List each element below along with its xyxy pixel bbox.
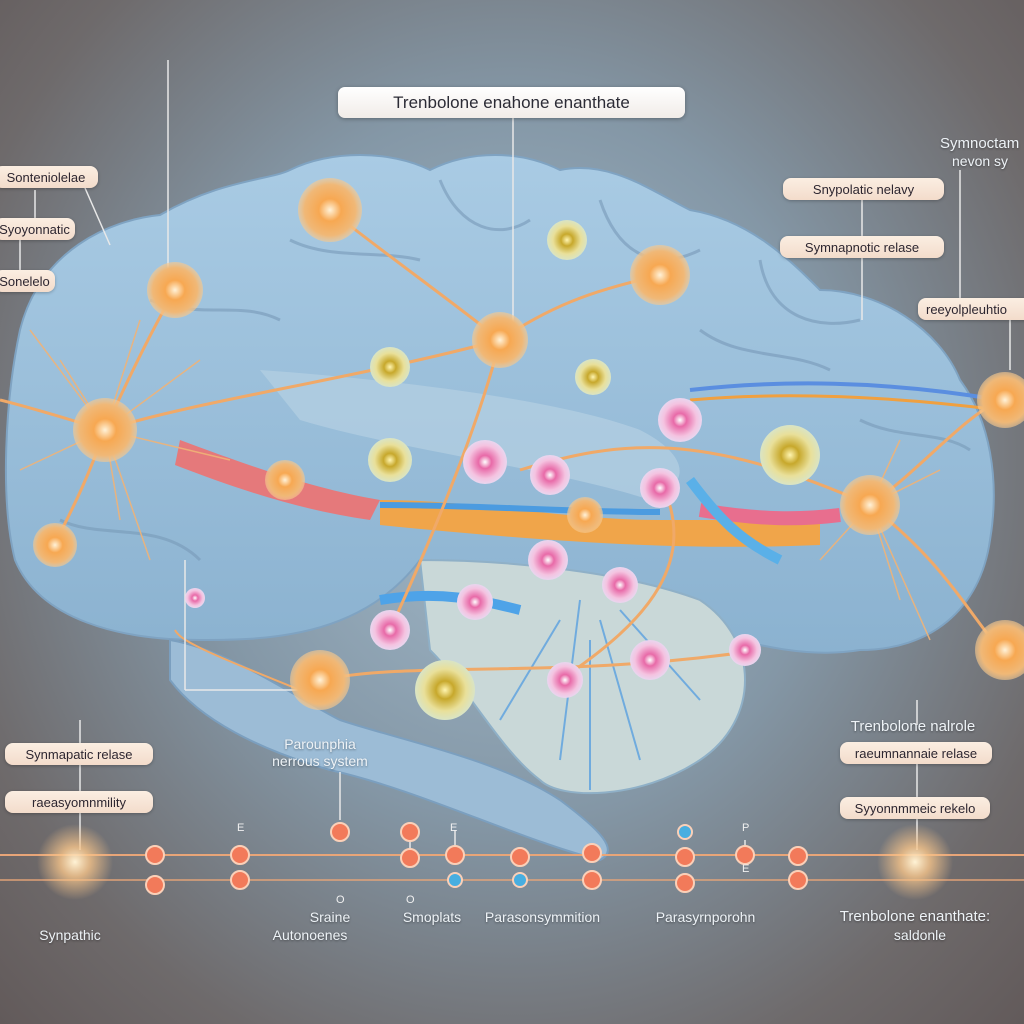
bottom-left-label-2: raeasyomnmility xyxy=(5,791,153,813)
neuron-cell-body xyxy=(977,372,1024,428)
axis-tick: O xyxy=(406,894,415,906)
neuron-cell-body xyxy=(640,468,680,508)
bottom-label-parasonsymmition: Parasonsymmition xyxy=(484,909,601,925)
bottom-label-sraine: Sraine xyxy=(309,909,351,925)
axis-tick: O xyxy=(336,894,345,906)
signal-node xyxy=(230,845,250,865)
center-caption-line1: Parounphia xyxy=(284,736,356,752)
signal-node xyxy=(330,822,350,842)
neuron-cell-body xyxy=(729,634,761,666)
bottom-label-sympathic: Synpathic xyxy=(39,927,101,943)
signal-node xyxy=(675,847,695,867)
center-caption-line2: nerrous system xyxy=(272,753,368,769)
axis-tick: E xyxy=(742,863,750,875)
neuron-cell-body xyxy=(630,245,690,305)
neuron-cell-body xyxy=(298,178,362,242)
neuron-cell-body xyxy=(528,540,568,580)
signal-node xyxy=(510,847,530,867)
signal-node xyxy=(230,870,250,890)
right-heading-line2: nevon sy xyxy=(952,153,1009,169)
left-label-3: Sonelelo xyxy=(0,270,55,292)
neuron-cell-body xyxy=(975,620,1024,680)
right-label-1: Snypolatic nelavy xyxy=(783,178,944,200)
neuron-cell-body xyxy=(265,460,305,500)
bottom-label-smoplats: Smoplats xyxy=(402,909,462,925)
neuron-cell-body xyxy=(463,440,507,484)
neuron-cell-body xyxy=(290,650,350,710)
left-label-1: Sonteniolelae xyxy=(0,166,98,188)
bottom-left-label-1: Synmapatic relase xyxy=(5,743,153,765)
bottom-label-trenbolone: Trenbolone enanthate: xyxy=(839,908,991,925)
neuron-cell-body xyxy=(760,425,820,485)
title-label: Trenbolone enahone enanthate xyxy=(338,87,685,118)
signal-node xyxy=(447,872,463,888)
right-label-2: Symnapnotic relase xyxy=(780,236,944,258)
bottom-right-label-1: raeumnannaie relase xyxy=(840,742,992,764)
signal-node xyxy=(675,873,695,893)
neuron-cell-body xyxy=(658,398,702,442)
neuron-cell-body xyxy=(530,455,570,495)
axis-tick: E xyxy=(450,822,458,834)
neuron-cell-body xyxy=(457,584,493,620)
neuron-cell-body xyxy=(840,475,900,535)
neuron-cell-body xyxy=(567,497,603,533)
neuron-cell-body xyxy=(630,640,670,680)
dendrites xyxy=(19,319,941,641)
right-heading-line1: Symnoctam xyxy=(940,135,1020,152)
bottom-right-label-2: Syyonnmmeic rekelo xyxy=(840,797,990,819)
neuron-cell-body xyxy=(602,567,638,603)
neuron-cell-body xyxy=(33,523,77,567)
neuron-cell-body xyxy=(575,359,611,395)
signal-node xyxy=(788,870,808,890)
brainstem xyxy=(169,638,609,862)
signal-node xyxy=(582,843,602,863)
neuron-cell-body xyxy=(73,398,137,462)
signal-node xyxy=(582,870,602,890)
neuron-cell-body xyxy=(370,610,410,650)
neuron-cell-body xyxy=(547,220,587,260)
axis-tick: P xyxy=(742,822,750,834)
signal-node xyxy=(445,845,465,865)
neuron-cell-body xyxy=(472,312,528,368)
bottom-label-parasyrnporohn: Parasyrnporohn xyxy=(655,909,756,925)
neuron-cell-body xyxy=(368,438,412,482)
signal-node xyxy=(677,824,693,840)
glowing-neuron xyxy=(877,824,953,900)
bottom-right-heading: Trenbolone nalrole xyxy=(850,718,976,735)
neuron-cell-body xyxy=(370,347,410,387)
right-label-3: reeyolpleuhtio xyxy=(918,298,1024,320)
signal-node xyxy=(400,822,420,842)
signal-node xyxy=(400,848,420,868)
bottom-label-autonoenes: Autonoenes xyxy=(272,927,348,943)
neuron-cell-body xyxy=(547,662,583,698)
signal-node xyxy=(145,875,165,895)
left-label-2: Syoyonnatic xyxy=(0,218,75,240)
signal-node xyxy=(735,845,755,865)
neuron-cell-body xyxy=(147,262,203,318)
signal-node xyxy=(145,845,165,865)
bottom-label-saldonle: saldonle xyxy=(893,927,947,943)
neuron-cell-body xyxy=(415,660,475,720)
signal-node xyxy=(512,872,528,888)
axis-tick: E xyxy=(237,822,245,834)
glowing-neuron xyxy=(37,824,113,900)
signal-node xyxy=(788,846,808,866)
neuron-cell-body xyxy=(185,588,205,608)
